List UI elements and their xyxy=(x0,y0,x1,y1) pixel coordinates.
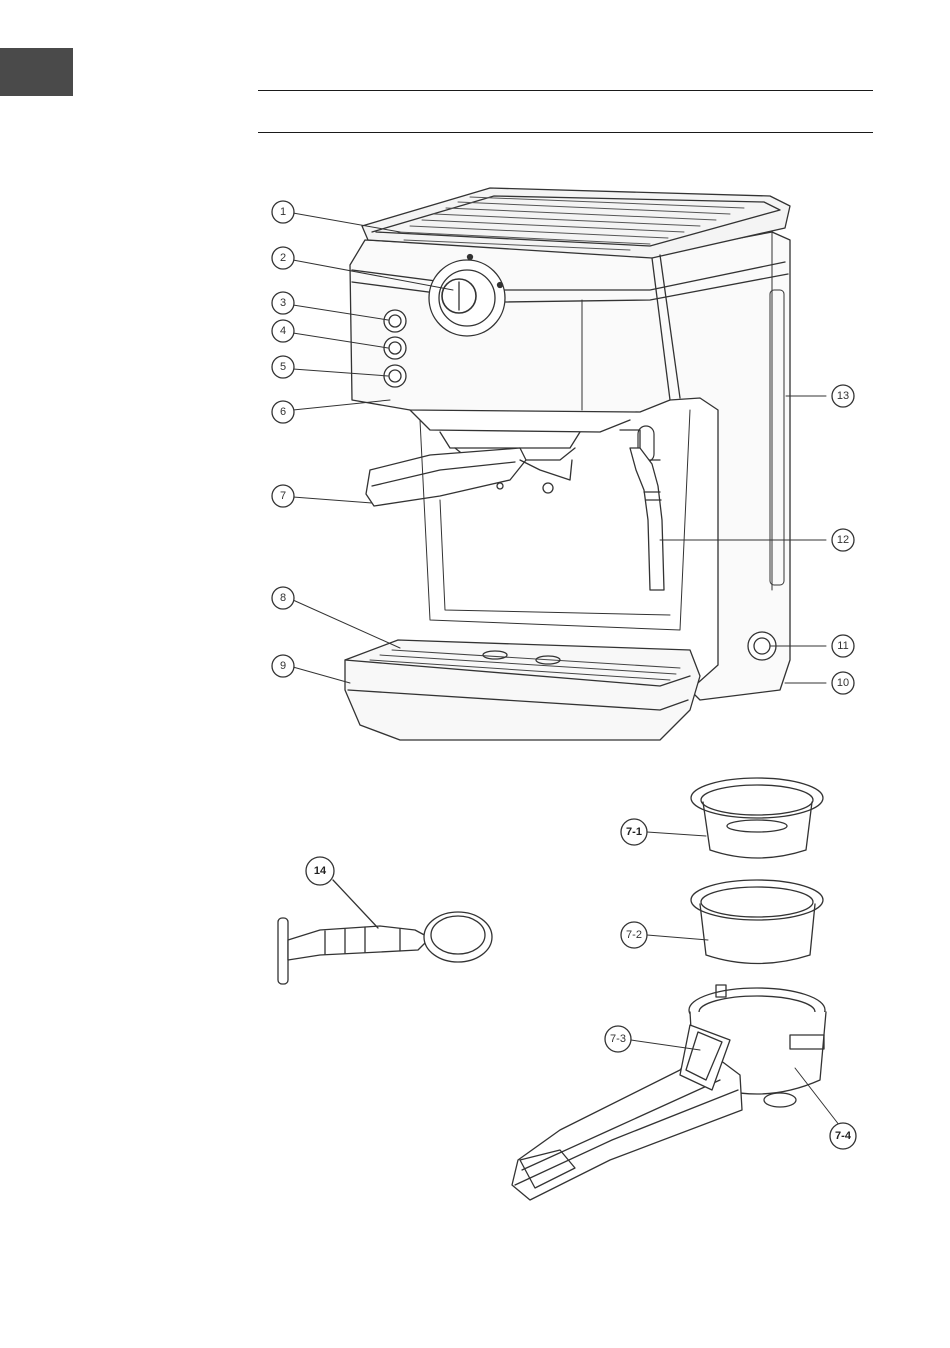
callout-7: 7 xyxy=(280,490,286,502)
callout-7-2: 7-2 xyxy=(626,929,642,941)
callout-13: 13 xyxy=(837,390,849,402)
espresso-machine-illustration xyxy=(345,188,790,740)
callout-6: 6 xyxy=(280,406,286,418)
callout-7-3: 7-3 xyxy=(610,1033,626,1045)
callout-11: 11 xyxy=(837,640,848,652)
callout-5: 5 xyxy=(280,361,286,373)
callout-7-4: 7-4 xyxy=(835,1130,852,1142)
callout-7-1: 7-1 xyxy=(626,826,642,838)
tamper-illustration xyxy=(278,880,492,984)
filter-single-illustration xyxy=(691,778,823,858)
callout-8: 8 xyxy=(280,592,286,604)
callout-10: 10 xyxy=(837,677,849,689)
portafilter-illustration xyxy=(512,985,826,1200)
callout-1: 1 xyxy=(280,206,286,218)
callout-9: 9 xyxy=(280,660,286,672)
callout-14: 14 xyxy=(314,865,327,877)
callout-2: 2 xyxy=(280,252,286,264)
callout-12: 12 xyxy=(837,534,849,546)
callout-3: 3 xyxy=(280,297,286,309)
filter-double-illustration xyxy=(691,880,823,964)
callout-4: 4 xyxy=(280,325,286,337)
